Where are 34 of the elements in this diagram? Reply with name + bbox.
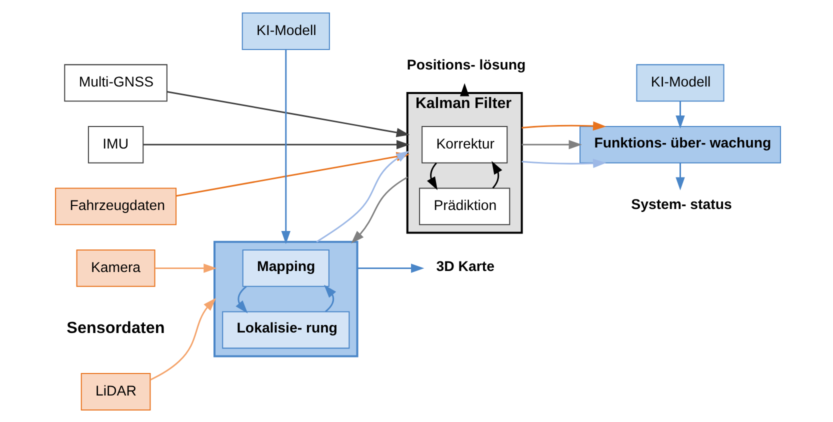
node-box: Kamera	[76, 248, 156, 286]
arrow	[143, 140, 410, 149]
arrow	[522, 120, 606, 130]
arrow	[522, 140, 582, 149]
arrow	[426, 162, 438, 190]
arrow	[676, 100, 685, 128]
node-box: Prädiktion	[419, 187, 510, 225]
node-box: Korrektur	[422, 125, 508, 163]
arrow	[236, 285, 248, 313]
node-box: KI-Modell	[242, 12, 330, 50]
node-text: 3D Karte	[436, 258, 494, 274]
node-box: IMU	[88, 125, 144, 163]
node-box: Mapping	[242, 248, 330, 286]
node-box: Funktions- über- wachung	[580, 125, 781, 163]
arrow	[324, 284, 336, 312]
node-box: LiDAR	[80, 372, 151, 410]
arrow	[460, 82, 470, 96]
arrow	[522, 158, 606, 168]
cluster	[214, 240, 358, 357]
node-box: KI-Modell	[636, 64, 724, 102]
arrow	[676, 162, 685, 190]
arrow	[357, 263, 424, 272]
node-text: System- status	[631, 196, 732, 213]
node-box: Multi-GNSS	[64, 64, 168, 102]
node-text: Positions- lösung	[406, 56, 526, 73]
node-box: Fahrzeugdaten	[55, 187, 177, 225]
arrow	[150, 297, 216, 380]
arrow	[281, 49, 290, 244]
arrow	[154, 263, 217, 272]
arrow	[166, 90, 410, 137]
arrow	[351, 176, 408, 244]
arrow	[492, 160, 502, 188]
label: Sensordaten	[66, 318, 165, 336]
node-box: Lokalisie- rung	[222, 310, 350, 348]
